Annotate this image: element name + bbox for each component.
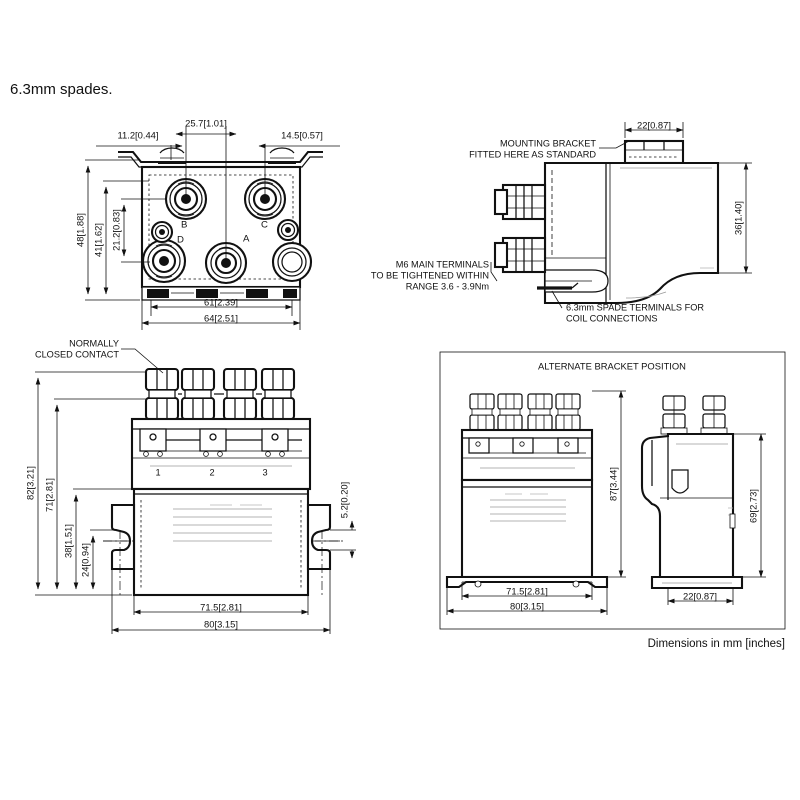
callout-spade-line2: COIL CONNECTIONS [566, 313, 658, 323]
dim-64-text: 64[2.51] [204, 312, 238, 323]
alternate-front-view: 87[3.44] 71.5[2.81] 80[3.15] [445, 390, 626, 615]
sheet-footer: Dimensions in mm [inches] [648, 638, 785, 650]
side-terminal-lower [493, 236, 547, 274]
callout-bracket-line2: FITTED HERE AS STANDARD [469, 149, 596, 159]
callout-mounting-bracket: MOUNTING BRACKET FITTED HERE AS STANDARD [469, 138, 630, 159]
dim-71-5-alt: 71.5[2.81] [461, 582, 593, 600]
spade-pad-left [150, 220, 174, 244]
callout-nc-line2: CLOSED CONTACT [35, 349, 119, 359]
alternate-bracket-panel: ALTERNATE BRACKET POSITION [439, 351, 786, 630]
dim-71: 71[2.81] [43, 398, 146, 590]
dim-82-text: 82[3.21] [24, 466, 35, 500]
terminal-label-A: A [243, 234, 250, 245]
dim-14-5-text: 14.5[0.57] [281, 129, 323, 140]
dim-11-2: 11.2[0.44] [96, 129, 183, 160]
side-mounting-bracket [623, 139, 685, 165]
dim-21-2-text: 21.2[0.83] [110, 209, 121, 251]
terminal-C [243, 177, 287, 221]
front-view: 1 2 3 NORMALLY CLOSED CONTACT [24, 338, 356, 634]
front-mounting-foot-left [103, 503, 137, 597]
spade-pad-right [276, 218, 300, 242]
side-terminal-upper [493, 183, 547, 221]
dim-48: 48[1.88] [74, 159, 140, 301]
dim-36-text: 36[1.40] [732, 201, 743, 235]
side-view: MOUNTING BRACKET FITTED HERE AS STANDARD… [371, 119, 752, 323]
terminal-label-D: D [177, 235, 184, 246]
dim-22-side-text: 22[0.87] [637, 119, 671, 130]
front-mounting-foot-right [306, 503, 345, 597]
dim-36: 36[1.40] [718, 162, 752, 274]
dim-22-alt: 22[0.87] [667, 588, 734, 605]
dim-80-alt-text: 80[3.15] [510, 600, 544, 611]
contact-number-3: 3 [262, 467, 267, 477]
top-view-mounting-bracket [118, 147, 323, 168]
dim-80-front: 80[3.15] [111, 569, 331, 634]
dim-5-2-text: 5.2[0.20] [338, 482, 349, 519]
callout-m6-line3: RANGE 3.6 - 3.9Nm [406, 281, 490, 291]
top-view: B C D A [74, 117, 340, 330]
dim-69: 69[2.73] [733, 433, 766, 578]
callout-nc-line1: NORMALLY [69, 338, 119, 348]
dim-87-text: 87[3.44] [607, 467, 618, 501]
contact-number-2: 2 [209, 467, 214, 477]
callout-m6-line2: TO BE TIGHTENED WITHIN [371, 270, 489, 280]
front-terminal-bolts [144, 367, 296, 421]
dim-11-2-text: 11.2[0.44] [117, 129, 158, 140]
callout-m6-terminals: M6 MAIN TERMINALS TO BE TIGHTENED WITHIN… [371, 259, 498, 291]
dim-61: 61[2.39] [150, 296, 293, 316]
dim-38: 38[1.51] [62, 488, 134, 590]
dim-24: 24[0.94] [79, 529, 114, 590]
callout-m6-line1: M6 MAIN TERMINALS [396, 259, 489, 269]
alternate-panel-title: ALTERNATE BRACKET POSITION [538, 360, 686, 371]
callout-bracket-line1: MOUNTING BRACKET [500, 138, 596, 148]
sheet-title: 6.3mm spades. [10, 81, 113, 98]
dim-22-alt-text: 22[0.87] [683, 590, 717, 601]
dim-22-side: 22[0.87] [624, 119, 684, 138]
dim-80-front-text: 80[3.15] [204, 618, 238, 629]
dim-71-5-alt-text: 71.5[2.81] [506, 585, 548, 596]
dim-41-text: 41[1.62] [92, 223, 103, 257]
terminal-D [141, 238, 187, 284]
dim-24-text: 24[0.94] [79, 543, 90, 577]
dim-71-5-front: 71.5[2.81] [133, 595, 309, 615]
dim-25-7-text: 25.7[1.01] [185, 117, 227, 128]
alternate-side-view: 69[2.73] 22[0.87] [640, 395, 766, 605]
dim-64: 64[2.51] [141, 300, 301, 330]
terminal-ring-right [271, 241, 313, 283]
dim-82: 82[3.21] [24, 371, 146, 596]
dim-14-5: 14.5[0.57] [258, 129, 340, 196]
front-contact-bars [132, 428, 310, 467]
dim-80-alt: 80[3.15] [446, 587, 608, 615]
dim-48-text: 48[1.88] [74, 213, 85, 247]
contact-number-1: 1 [155, 467, 160, 477]
dim-25-7: 25.7[1.01] [175, 117, 237, 260]
dim-38-text: 38[1.51] [62, 524, 73, 558]
dim-87: 87[3.44] [592, 390, 626, 578]
callout-normally-closed: NORMALLY CLOSED CONTACT [35, 338, 164, 374]
dim-71-5-front-text: 71.5[2.81] [200, 601, 242, 612]
dim-5-2: 5.2[0.20] [330, 482, 356, 559]
callout-spade-terminals: 6.3mm SPADE TERMINALS FOR COIL CONNECTIO… [551, 290, 704, 323]
terminal-label-B: B [181, 220, 187, 231]
dim-69-text: 69[2.73] [747, 489, 758, 523]
front-body-ribs [173, 504, 272, 542]
dim-71-text: 71[2.81] [43, 478, 54, 512]
side-spade-terminal [537, 282, 579, 290]
dim-61-text: 61[2.39] [204, 296, 238, 307]
terminal-label-C: C [261, 220, 268, 231]
dim-21-2: 21.2[0.83] [110, 198, 166, 263]
dim-41: 41[1.62] [92, 180, 149, 295]
callout-spade-line1: 6.3mm SPADE TERMINALS FOR [566, 302, 704, 312]
